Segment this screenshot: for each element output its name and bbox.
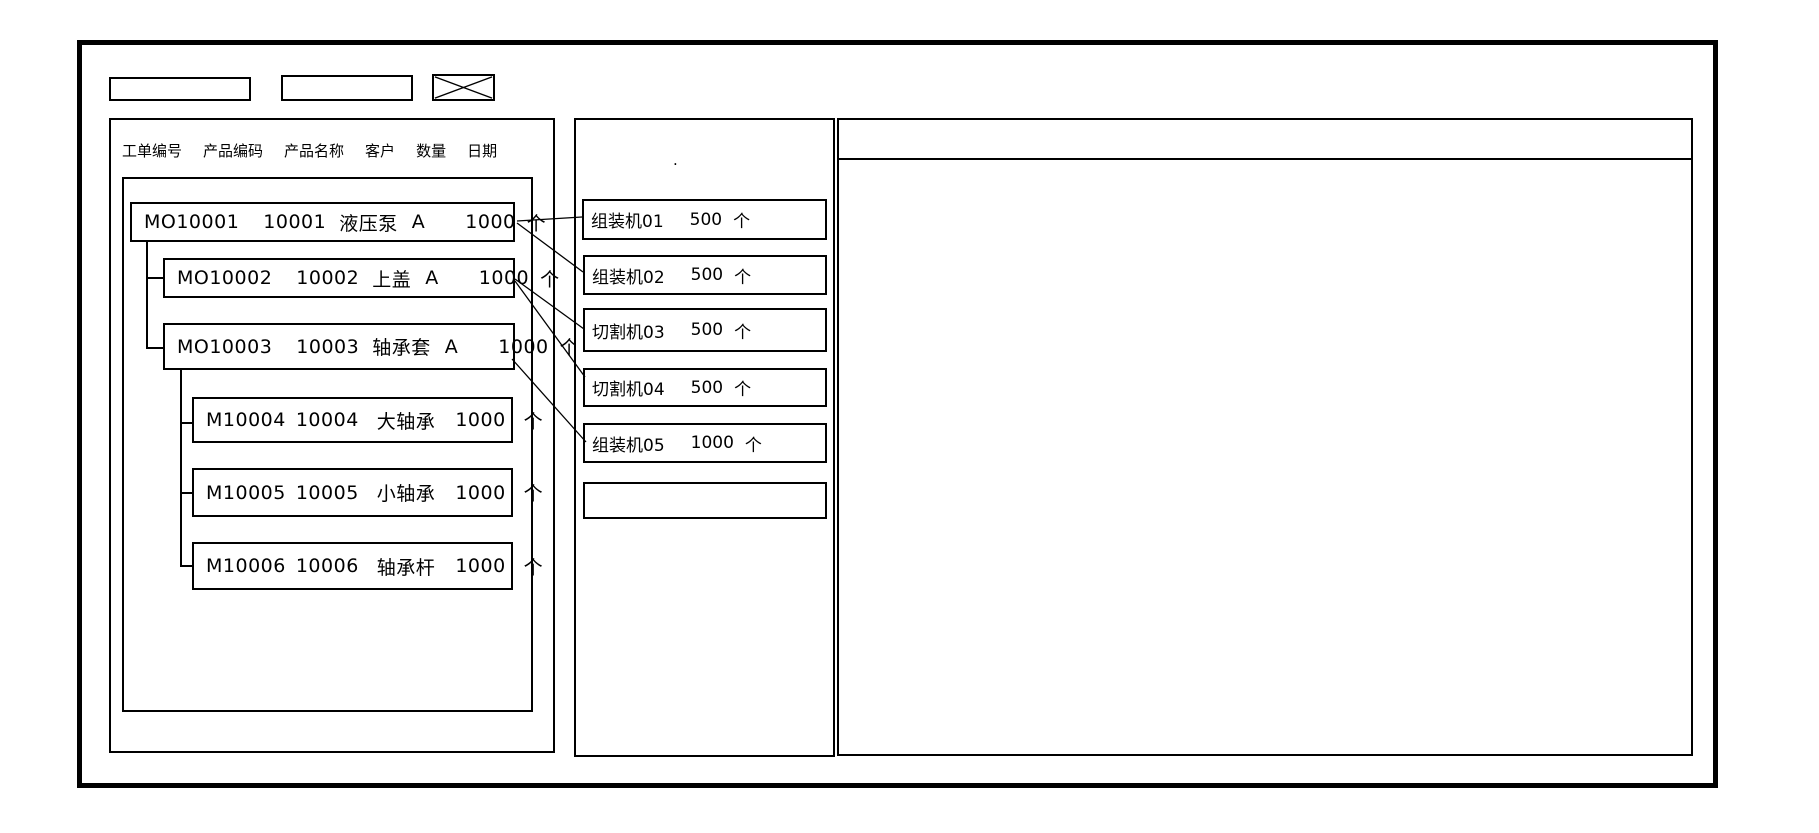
product-name-cell: 大轴承 xyxy=(376,410,436,433)
order-no-cell: MO10002 xyxy=(177,267,273,289)
product-name-cell: 上盖 xyxy=(372,268,412,291)
order-no-cell: MO10003 xyxy=(177,335,273,358)
product-code-cell: 10006 xyxy=(295,555,359,577)
qty-cell: 1000 xyxy=(455,409,506,431)
machine-unit-cell: 个 xyxy=(744,435,762,456)
product-name-cell: 轴承套 xyxy=(372,337,431,359)
schedule-header-divider xyxy=(837,158,1693,160)
machine-item-05[interactable]: 组装机05 1000 个 xyxy=(583,423,827,463)
unit-cell: 个 xyxy=(540,268,560,291)
schedule-panel[interactable] xyxy=(837,118,1693,756)
machine-item-03[interactable]: 切割机03 500 个 xyxy=(583,308,827,352)
header-label-date: 日期 xyxy=(467,142,498,160)
qty-cell: 1000 xyxy=(455,481,506,504)
machine-unit-cell: 个 xyxy=(734,322,752,343)
customer-cell: A xyxy=(444,335,459,358)
header-label-order-no: 工单编号 xyxy=(122,142,183,160)
machine-item-02[interactable]: 组装机02 500 个 xyxy=(583,255,827,295)
machine-name-cell: 组装机02 xyxy=(592,267,665,288)
header-label-qty: 数量 xyxy=(416,142,447,160)
machine-unit-cell: 个 xyxy=(734,267,752,288)
product-code-cell: 10002 xyxy=(296,267,360,289)
product-code-cell: 10001 xyxy=(263,211,327,233)
machine-name-cell: 组装机05 xyxy=(592,435,665,456)
product-code-cell: 10005 xyxy=(295,481,359,504)
product-name-cell: 液压泵 xyxy=(339,212,398,235)
machine-qty-cell: 500 xyxy=(690,265,724,285)
product-name-cell: 轴承杆 xyxy=(376,556,436,579)
toolbar-field-1[interactable] xyxy=(109,77,251,101)
product-name-cell: 小轴承 xyxy=(376,483,436,505)
image-placeholder[interactable] xyxy=(432,74,495,101)
machine-item-empty[interactable] xyxy=(583,482,827,519)
order-node-mo10002[interactable]: MO10002 10002 上盖 A 1000 个 xyxy=(163,258,559,298)
order-no-cell: M10005 xyxy=(206,481,286,504)
machine-qty-cell: 500 xyxy=(690,377,724,398)
customer-cell: A xyxy=(411,211,426,233)
unit-cell: 个 xyxy=(523,410,544,433)
toolbar-field-2[interactable] xyxy=(281,75,413,101)
unit-cell: 个 xyxy=(526,212,547,235)
machine-qty-cell: 1000 xyxy=(690,433,734,453)
machine-name-cell: 切割机04 xyxy=(592,380,665,400)
stray-dot: . xyxy=(673,151,678,169)
unit-cell: 个 xyxy=(523,483,544,505)
unit-cell: 个 xyxy=(523,556,544,579)
order-node-m10006[interactable]: M10006 10006 轴承杆 1000 个 xyxy=(192,542,543,590)
order-no-cell: M10004 xyxy=(206,409,286,431)
machine-unit-cell: 个 xyxy=(734,380,752,400)
machine-unit-cell: 个 xyxy=(733,212,751,232)
customer-cell: A xyxy=(425,267,439,289)
order-no-cell: MO10001 xyxy=(144,211,240,233)
order-no-cell: M10006 xyxy=(206,555,286,577)
machine-qty-cell: 500 xyxy=(689,209,723,230)
qty-cell: 1000 xyxy=(478,267,530,289)
x-cross-icon xyxy=(434,76,493,99)
order-node-mo10001[interactable]: MO10001 10001 液压泵 A 1000 个 xyxy=(130,202,546,242)
machine-name-cell: 组装机01 xyxy=(591,212,664,232)
machine-item-04[interactable]: 切割机04 500 个 xyxy=(583,368,827,407)
machine-name-cell: 切割机03 xyxy=(592,322,665,343)
qty-cell: 1000 xyxy=(498,335,549,358)
order-node-mo10003[interactable]: MO10003 10003 轴承套 A 1000 个 xyxy=(163,323,579,370)
order-node-m10005[interactable]: M10005 10005 小轴承 1000 个 xyxy=(192,468,543,517)
header-label-customer: 客户 xyxy=(365,142,396,160)
machine-qty-cell: 500 xyxy=(690,320,724,340)
product-code-cell: 10004 xyxy=(295,409,359,431)
order-node-m10004[interactable]: M10004 10004 大轴承 1000 个 xyxy=(192,397,543,443)
product-code-cell: 10003 xyxy=(296,335,360,358)
header-label-product-name: 产品名称 xyxy=(284,142,345,160)
machine-item-01[interactable]: 组装机01 500 个 xyxy=(582,199,827,240)
qty-cell: 1000 xyxy=(455,555,506,577)
qty-cell: 1000 xyxy=(465,211,516,233)
header-label-product-code: 产品编码 xyxy=(203,142,264,160)
orders-header-row: 工单编号 产品编码 产品名称 客户 数量 日期 xyxy=(122,141,497,161)
